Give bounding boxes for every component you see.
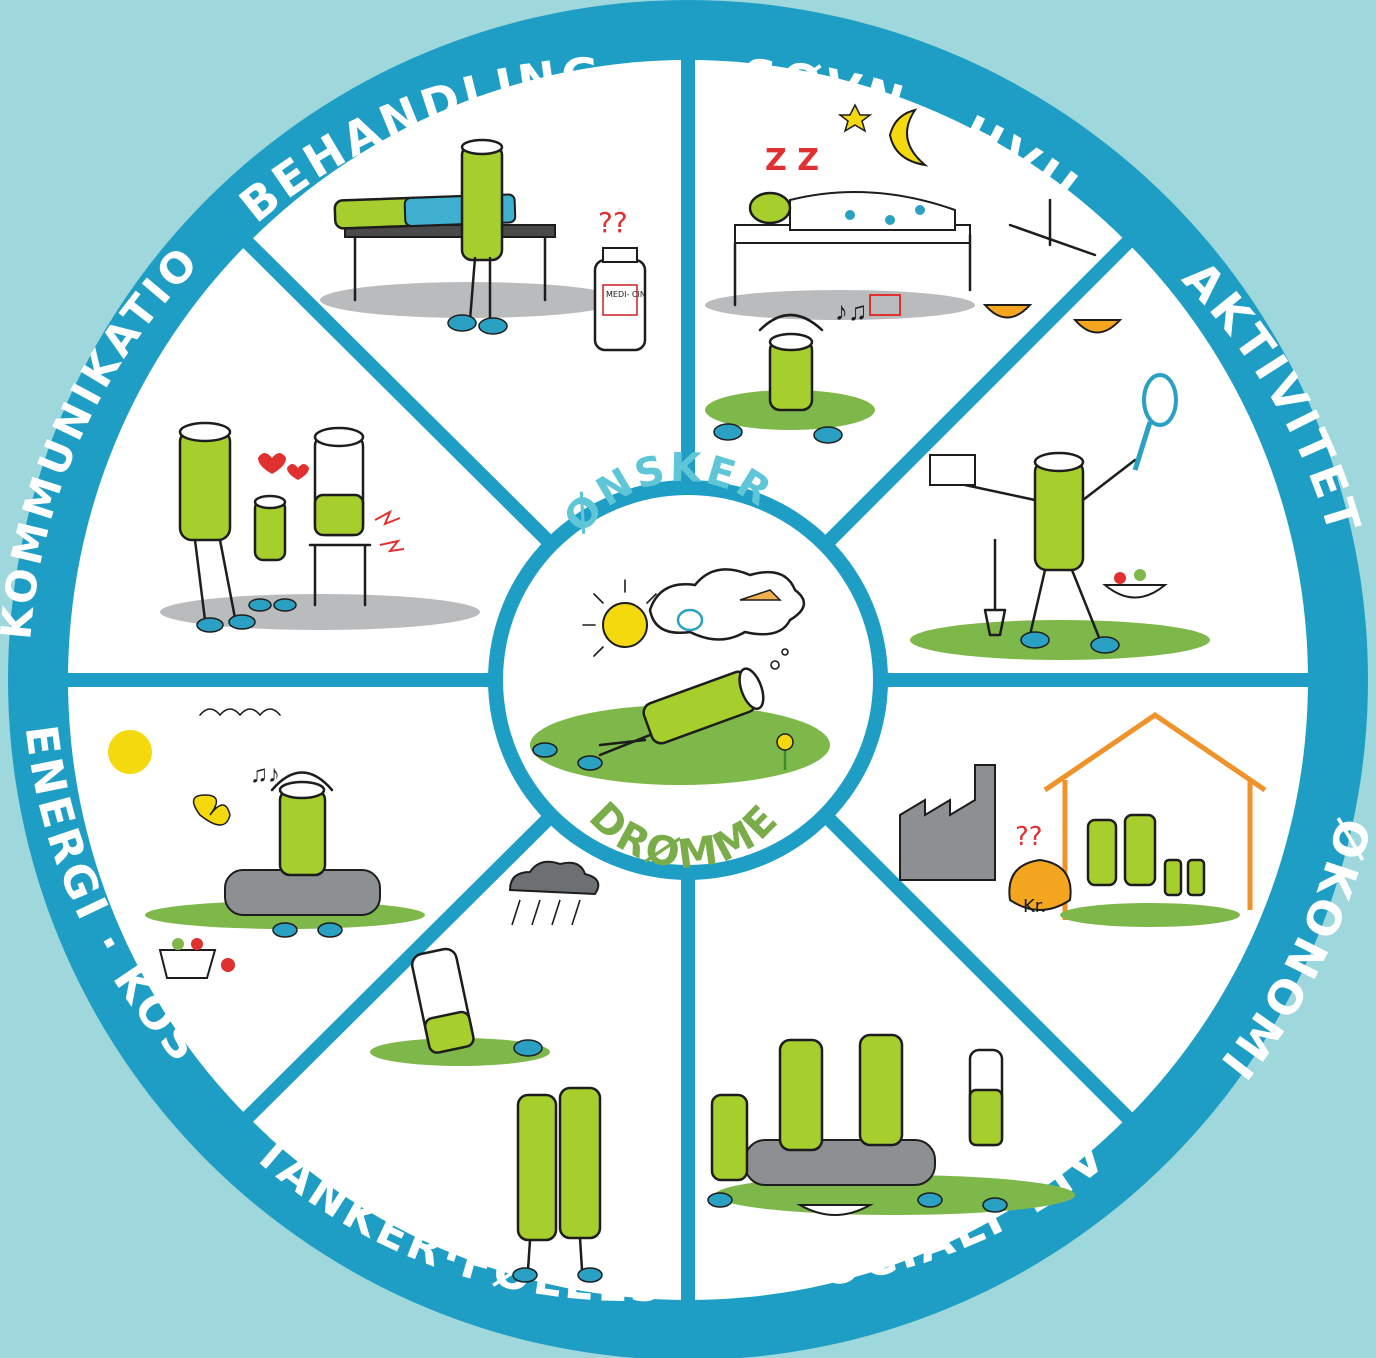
heart-icon <box>287 464 309 480</box>
moon-icon <box>888 108 929 167</box>
factory-icon <box>899 764 996 881</box>
log-bench <box>744 1139 936 1186</box>
thoughts-feelings-scene <box>370 860 603 1283</box>
racket-icon <box>1142 373 1178 427</box>
house-roof <box>1043 711 1267 793</box>
food-basket-icon <box>158 949 217 979</box>
sleep-rest-scene: Z Z ♪♫ <box>705 103 1123 444</box>
dreaming-scene <box>530 568 830 785</box>
sun-icon <box>108 730 152 774</box>
butterfly-icon <box>192 794 231 826</box>
medicine-label: MEDI- CIN <box>606 290 646 299</box>
social-life-scene <box>707 1033 1075 1216</box>
spokes <box>60 60 1320 1300</box>
laptop-icon <box>929 454 976 486</box>
rock-seat <box>224 869 381 916</box>
basket-icon <box>1102 584 1168 599</box>
activity-scene <box>910 373 1210 660</box>
question-marks: ?? <box>598 206 628 239</box>
center-field <box>503 495 873 865</box>
svg-text:♫♪: ♫♪ <box>250 762 280 788</box>
flower-icon <box>776 733 794 751</box>
heart-icon <box>258 453 286 474</box>
money-bag-label: Kr. <box>1023 896 1046 917</box>
money-bag-icon <box>1008 858 1072 911</box>
economy-scene: Kr. ?? <box>899 711 1267 927</box>
sun-icon <box>602 602 648 648</box>
rain-cloud-icon <box>508 860 600 896</box>
thought-cloud <box>648 568 805 641</box>
communication-scene <box>160 421 480 633</box>
svg-text:??: ?? <box>1015 822 1043 852</box>
star-icon <box>837 103 873 133</box>
svg-text:♪♫: ♪♫ <box>835 297 868 326</box>
treatment-scene: MEDI- CIN ?? <box>320 138 647 352</box>
svg-text:Z Z: Z Z <box>765 143 819 178</box>
energy-diet-scene: ♫♪ <box>108 708 425 979</box>
